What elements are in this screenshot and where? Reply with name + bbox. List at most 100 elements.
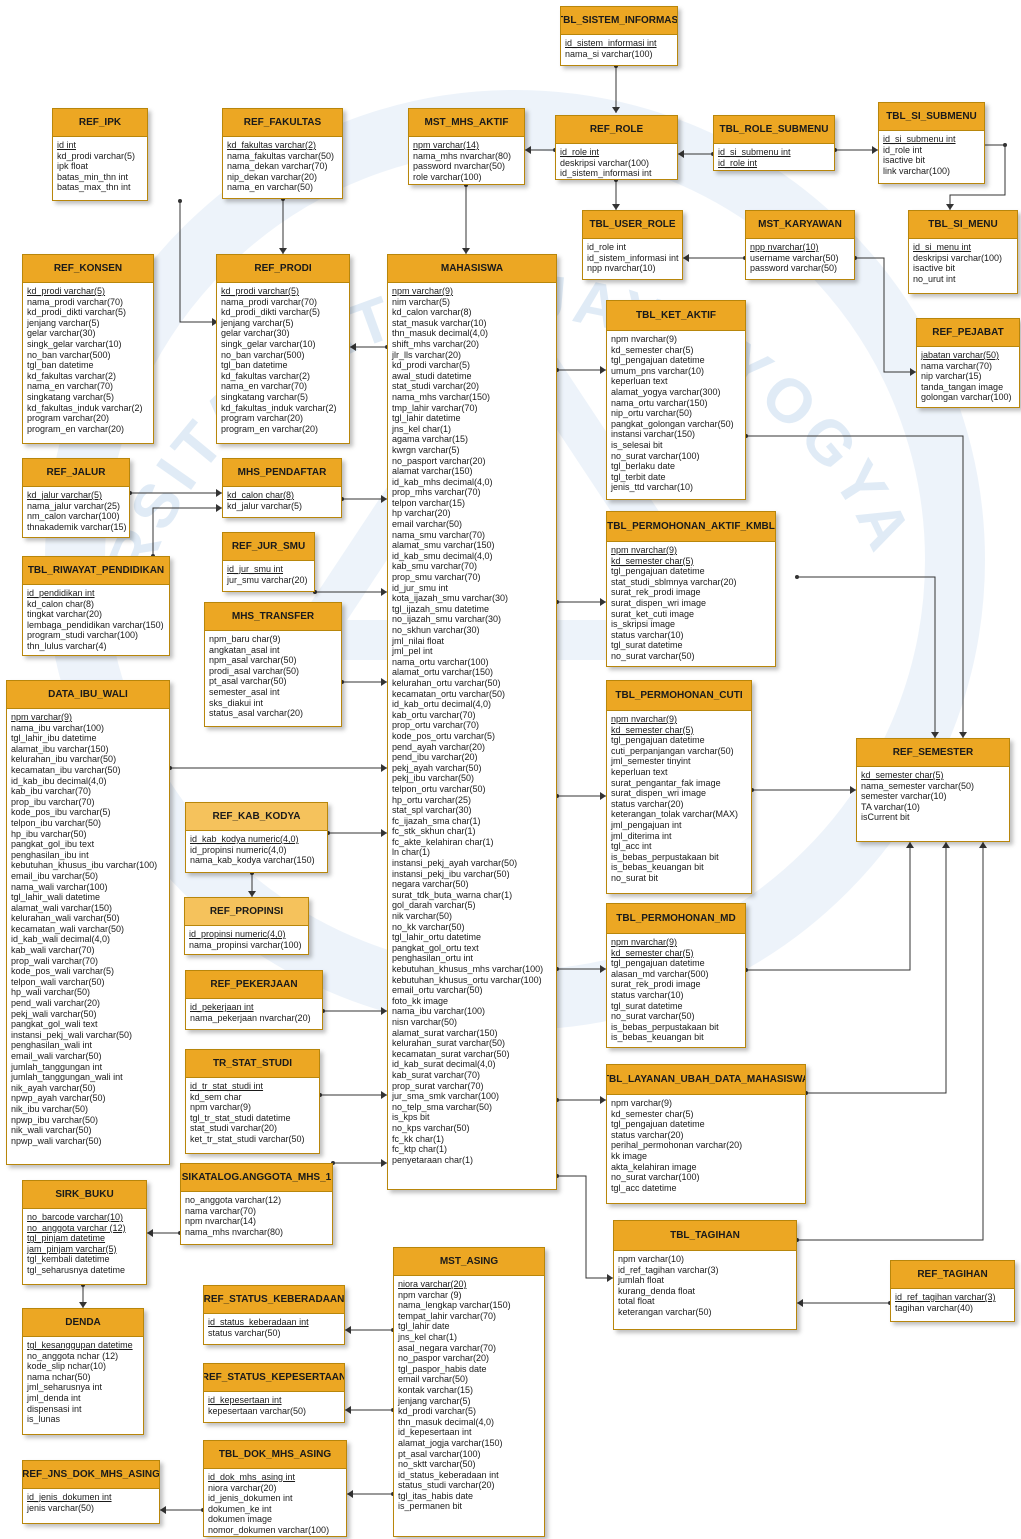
field: instansi_pekj_ayah varchar(50) <box>392 858 518 869</box>
field: tgl_lahir datetime <box>392 413 461 424</box>
field: surat_dispen_wri image <box>611 788 707 799</box>
field: TA varchar(10) <box>861 801 920 812</box>
field: instansi varchar(150) <box>611 429 696 440</box>
field: thnakademik varchar(15) <box>27 521 127 532</box>
field: awal_studi datetime <box>392 370 472 381</box>
entity-title: MST_KARYAWAN <box>746 211 854 239</box>
field: stat_studi varchar(20) <box>190 1123 278 1134</box>
field: is_lunas <box>27 1414 61 1425</box>
field: hp varchar(20) <box>392 508 451 519</box>
entity-title: TBL_DOK_MHS_ASING <box>204 1441 346 1469</box>
field: tgl_kembali datetime <box>27 1254 110 1265</box>
field: gol_darah varchar(5) <box>392 900 476 911</box>
entity-title: TBL_RIWAYAT_PENDIDIKAN <box>23 557 169 585</box>
entity-title: TBL_TAGIHAN <box>614 1221 796 1251</box>
entity-title: REF_JALUR <box>23 459 129 487</box>
field: jml_semester tinyint <box>611 756 691 767</box>
key-field: kd_semester char(5) <box>611 947 694 958</box>
field: tempat_lahir varchar(70) <box>398 1310 497 1321</box>
field: pend_ibu varchar(20) <box>392 752 478 763</box>
entity-fields: kd_prodi varchar(5)nama_prodi varchar(70… <box>23 283 153 437</box>
field: niora varchar(20) <box>208 1482 277 1493</box>
field: tgl_tr_stat_studi datetime <box>190 1112 291 1123</box>
field: email_ibu varchar(50) <box>11 870 99 881</box>
entity-title: REF_ROLE <box>556 116 677 144</box>
field: no_surat varchar(50) <box>611 650 695 661</box>
key-field: id_si_submenu int <box>883 134 956 144</box>
key-field: jabatan varchar(50) <box>921 350 1000 360</box>
field: alamat_smu varchar(150) <box>392 540 495 551</box>
field: ln char(1) <box>392 847 431 858</box>
field: kecamatan_ibu varchar(50) <box>11 764 121 775</box>
field: alamat_surat varchar(150) <box>392 1027 498 1038</box>
field: no_sktt varchar(50) <box>398 1459 476 1470</box>
field: pekj_ayah varchar(50) <box>392 762 482 773</box>
field: pekj_wali varchar(50) <box>11 1008 97 1019</box>
field: kd_fakultas varchar(2) <box>27 370 117 381</box>
field: kota_ijazah_smu varchar(30) <box>392 593 509 604</box>
field: tgl_pengajuan datetime <box>611 355 705 366</box>
field: nisn varchar(50) <box>392 1016 458 1027</box>
key-field: id_pendidikan int <box>27 588 95 598</box>
field: pangkat_gol_ortu text <box>392 942 479 953</box>
field: status_asal varchar(20) <box>209 708 304 719</box>
entity-title: MHS_PENDAFTAR <box>223 459 341 487</box>
entity-title: TBL_ROLE_SUBMENU <box>714 116 834 144</box>
field: npm varchar(9) <box>611 1098 673 1108</box>
field: tmp_lahir varchar(70) <box>392 402 478 413</box>
field: jml_pel int <box>392 646 433 657</box>
field: ipk float <box>57 161 89 172</box>
entity-fields: npm nvarchar(9)kd_semester char(5)tgl_pe… <box>607 542 775 665</box>
key-field: id_dok_mhs_asing int <box>208 1472 296 1482</box>
field: jumlah_tanggungan_wali int <box>11 1072 123 1083</box>
field: nama_en varchar(70) <box>27 381 114 392</box>
field: tgl_pengajuan datetime <box>611 735 705 746</box>
field: kd_prodi varchar(5) <box>392 360 471 371</box>
field: no_surat varchar(100) <box>611 1172 700 1183</box>
key-field: id_si_submenu int <box>718 147 791 157</box>
field: surat_ket_cuti image <box>611 608 695 619</box>
